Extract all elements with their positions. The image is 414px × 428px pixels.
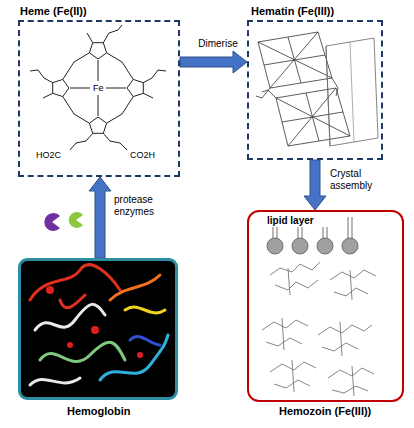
heme-structure xyxy=(70,133,93,150)
hematin-dimer xyxy=(350,42,354,142)
hemoglobin-image xyxy=(60,295,85,308)
heme-structure xyxy=(107,97,134,124)
heme-structure xyxy=(30,70,53,83)
hemozoin-crystal xyxy=(274,380,310,388)
hemozoin-crystal xyxy=(275,280,318,290)
hemoglobin-image xyxy=(30,265,120,300)
block-arrow xyxy=(304,160,326,210)
heme-structure xyxy=(87,33,93,43)
hematin-dimer xyxy=(332,78,338,96)
heme-structure xyxy=(63,53,90,80)
heme-structure xyxy=(103,25,122,43)
hemoglobin-image xyxy=(30,265,168,385)
hemoglobin-image xyxy=(137,352,143,358)
hemozoin-crystal xyxy=(352,366,354,396)
hemozoin-crystal xyxy=(340,322,342,356)
hematin-dimer xyxy=(326,46,330,146)
hemozoin-crystal xyxy=(262,262,376,396)
heme-structure xyxy=(103,133,127,150)
hemoglobin-image xyxy=(30,378,80,385)
hemozoin-crystal xyxy=(330,270,376,280)
hematin-dimer xyxy=(262,90,276,98)
hemozoin-crystal xyxy=(262,320,308,330)
heme-structure xyxy=(89,117,106,133)
hemoglobin-image xyxy=(46,286,143,358)
node-title: Hemoglobin xyxy=(67,405,131,418)
block-arrow xyxy=(89,177,111,258)
lipid-layer xyxy=(347,217,348,240)
heme-structure xyxy=(70,88,90,89)
hematin-dimer xyxy=(256,32,378,146)
hemozoin-crystal xyxy=(332,386,368,393)
heme-structure xyxy=(98,95,99,116)
enzyme-icon xyxy=(44,213,60,231)
enzyme-icon xyxy=(44,212,83,231)
heme-structure xyxy=(43,93,53,98)
structure-label: CO2H xyxy=(130,150,155,160)
hemoglobin-image xyxy=(91,326,99,334)
heme-structure xyxy=(127,79,143,96)
arrow-label: protease enzymes xyxy=(114,194,176,218)
heme-structure xyxy=(143,93,153,98)
hemozoin-crystal xyxy=(270,262,320,275)
structure-frame: Hematin (Fe(III)) xyxy=(247,20,383,160)
node-title: Hemozoin (Fe(III)) xyxy=(279,405,371,418)
lipid-layer xyxy=(342,238,358,254)
structure-label: Fe xyxy=(93,83,104,93)
hemoglobin-image xyxy=(19,259,177,399)
hematin-dimer xyxy=(256,88,270,98)
hemozoin-crystal xyxy=(350,270,352,300)
node-title: Hematin (Fe(III)) xyxy=(251,5,334,18)
hemozoin-crystal xyxy=(292,360,294,392)
heme-structure xyxy=(143,70,166,83)
structure-label: HO2C xyxy=(36,150,61,160)
hemoglobin-image xyxy=(19,259,177,399)
heme-structure xyxy=(89,43,106,59)
heme-structure xyxy=(53,79,69,96)
lipid-layer xyxy=(267,238,283,254)
heme-structure xyxy=(98,60,99,81)
lipid-layer xyxy=(317,238,333,254)
node-title: Heme (Fe(II)) xyxy=(20,5,87,18)
hematin-dimer xyxy=(326,38,378,146)
arrow-label: Crystal assembly xyxy=(330,168,396,192)
lipid-layer xyxy=(267,238,358,254)
hematin-dimer xyxy=(258,32,332,88)
lipid-layer xyxy=(292,238,308,254)
image-frame: Hemoglobin xyxy=(18,258,178,400)
hemoglobin-image xyxy=(100,335,168,380)
hemozoin-frame: Hemozoin (Fe(III))lipid layer xyxy=(247,210,404,402)
heme-structure xyxy=(30,25,166,150)
hemoglobin-image xyxy=(67,342,73,348)
arrow-label: Dimerise xyxy=(186,38,250,50)
heme-structure xyxy=(63,97,90,124)
hemoglobin-image xyxy=(40,342,125,361)
block-arrow xyxy=(180,51,247,73)
hemoglobin-image xyxy=(130,337,160,345)
hematin-dimer xyxy=(270,32,318,88)
hemozoin-crystal xyxy=(322,343,358,351)
hemozoin-crystal xyxy=(318,325,372,335)
heme-structure xyxy=(107,53,134,80)
hematin-dimer xyxy=(276,98,350,136)
inner-label: lipid layer xyxy=(265,215,316,227)
hemoglobin-image xyxy=(110,275,160,300)
hemozoin-crystal xyxy=(288,268,290,295)
hematin-dimer xyxy=(258,42,332,78)
hemozoin-crystal xyxy=(282,318,284,350)
hemoglobin-image xyxy=(46,286,54,294)
lipid-layer xyxy=(351,217,352,240)
hematin-dimer xyxy=(276,88,350,146)
heme-structure xyxy=(106,88,126,89)
hemoglobin-image xyxy=(125,307,165,313)
hemozoin-crystal xyxy=(328,368,374,378)
enzyme-icon xyxy=(69,212,83,228)
